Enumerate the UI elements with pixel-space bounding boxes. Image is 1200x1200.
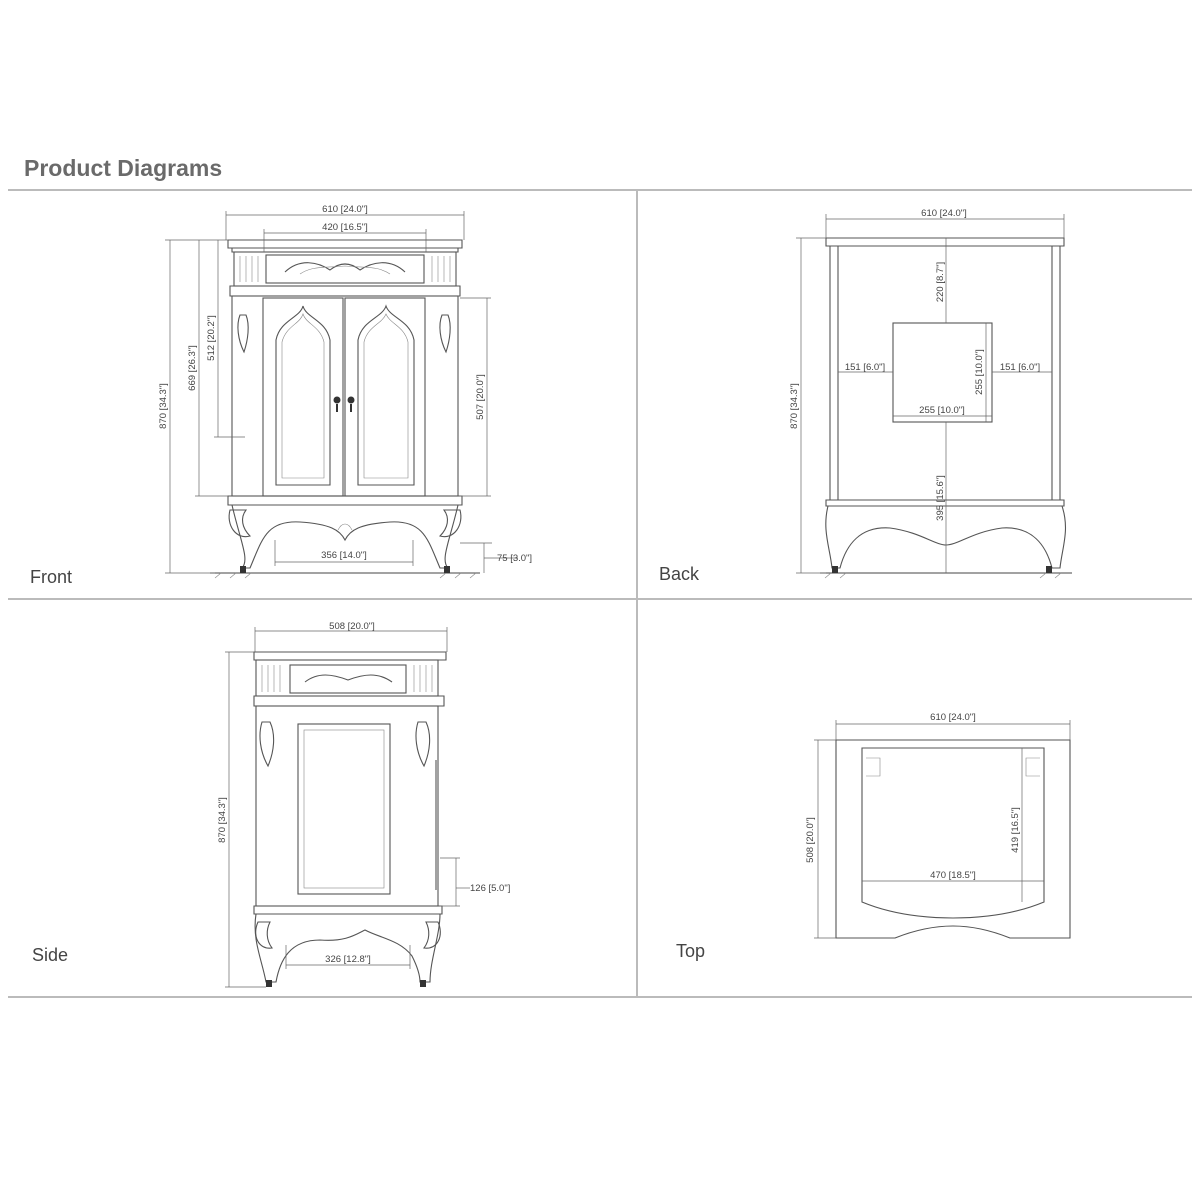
back-view: 610 [24.0"] 870 [34.3"] 220 [8.7"] 151 [… [789,208,1072,579]
back-side-left-dim: 151 [6.0"] [845,362,885,373]
front-top-width-dim: 420 [16.5"] [322,222,368,233]
back-opening-width-dim: 255 [10.0"] [919,405,965,416]
top-inner-depth-dim: 419 [16.5"] [1010,807,1021,853]
front-door-top-dim: 512 [20.2"] [206,315,217,361]
back-side-right-dim: 151 [6.0"] [1000,362,1040,373]
back-opening-bottom-dim: 395 [15.6"] [935,475,946,521]
front-view: 610 [24.0"] 420 [16.5"] 870 [34.3"] 669 … [158,204,532,579]
top-view-label: Top [676,941,706,961]
top-depth-dim: 508 [20.0"] [805,817,816,863]
front-leg-height-dim: 75 [3.0"] [497,553,532,564]
panel-grid [8,189,1192,998]
front-width-dim: 610 [24.0"] [322,204,368,215]
top-width-dim: 610 [24.0"] [930,712,976,723]
back-opening-top-dim: 220 [8.7"] [935,262,946,302]
top-view: 610 [24.0"] 508 [20.0"] 419 [16.5"] 470 … [805,712,1071,939]
side-depth-dim: 508 [20.0"] [329,621,375,632]
side-height-dim: 870 [34.3"] [217,797,228,843]
front-height-dim: 870 [34.3"] [158,383,169,429]
front-leg-span-dim: 356 [14.0"] [321,550,367,561]
front-upper-height-dim: 669 [26.3"] [187,345,198,391]
front-view-label: Front [30,567,73,587]
side-view: 508 [20.0"] 870 [34.3"] 126 [5.0"] 326 [… [217,621,510,988]
back-width-dim: 610 [24.0"] [921,208,967,219]
back-view-label: Back [659,564,700,584]
side-plinth-dim: 126 [5.0"] [470,883,510,894]
side-leg-span-dim: 326 [12.8"] [325,954,371,965]
back-opening-height-dim: 255 [10.0"] [974,349,985,395]
side-view-label: Side [32,945,69,965]
front-door-height-dim: 507 [20.0"] [475,374,486,420]
top-inner-width-dim: 470 [18.5"] [930,870,976,881]
back-height-dim: 870 [34.3"] [789,383,800,429]
page-title: Product Diagrams [24,155,223,181]
